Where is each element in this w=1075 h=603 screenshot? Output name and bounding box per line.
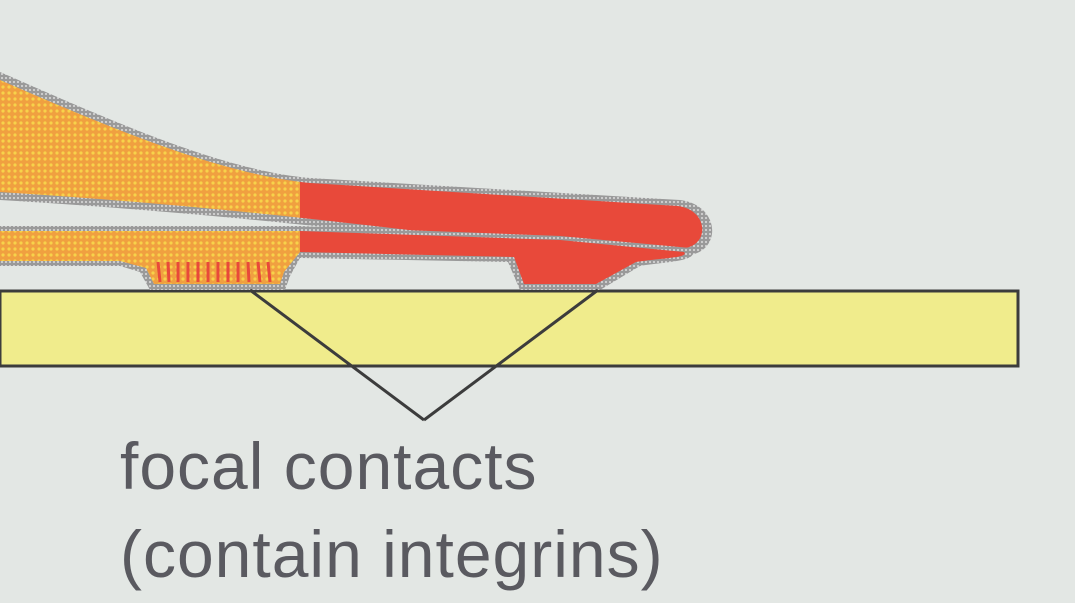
caption-line-2: (contain integrins) — [120, 521, 664, 587]
caption-line-1: focal contacts — [120, 433, 538, 499]
